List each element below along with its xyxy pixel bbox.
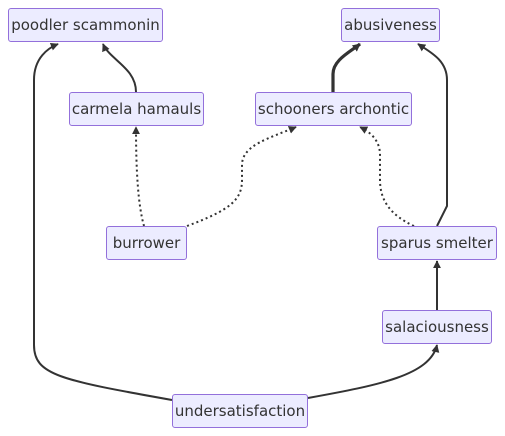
- edge-undersatisfaction-to-poodler-scammonin: [33, 42, 173, 401]
- edge-undersatisfaction-to-salaciousness: [307, 344, 440, 399]
- edge-carmela-hamauls-to-poodler-scammonin: [102, 43, 137, 93]
- edge-burrower-to-schooners-archontic: [186, 126, 297, 227]
- edge-burrower-to-carmela-hamauls: [132, 126, 145, 227]
- node-poodler-scammonin[interactable]: poodler scammonin: [8, 8, 163, 42]
- node-sparus-smelter[interactable]: sparus smelter: [377, 226, 497, 260]
- node-carmela-hamauls[interactable]: carmela hamauls: [69, 92, 204, 126]
- node-burrower[interactable]: burrower: [106, 226, 187, 260]
- node-schooners-archontic[interactable]: schooners archontic: [255, 92, 412, 126]
- node-undersatisfaction[interactable]: undersatisfaction: [172, 394, 308, 428]
- node-salaciousness[interactable]: salaciousness: [382, 310, 492, 344]
- edge-sparus-smelter-to-abusiveness: [417, 43, 448, 227]
- edge-schooners-archontic-to-abusiveness: [331, 42, 361, 92]
- node-abusiveness[interactable]: abusiveness: [341, 8, 440, 42]
- edge-sparus-smelter-to-schooners-archontic: [359, 126, 415, 227]
